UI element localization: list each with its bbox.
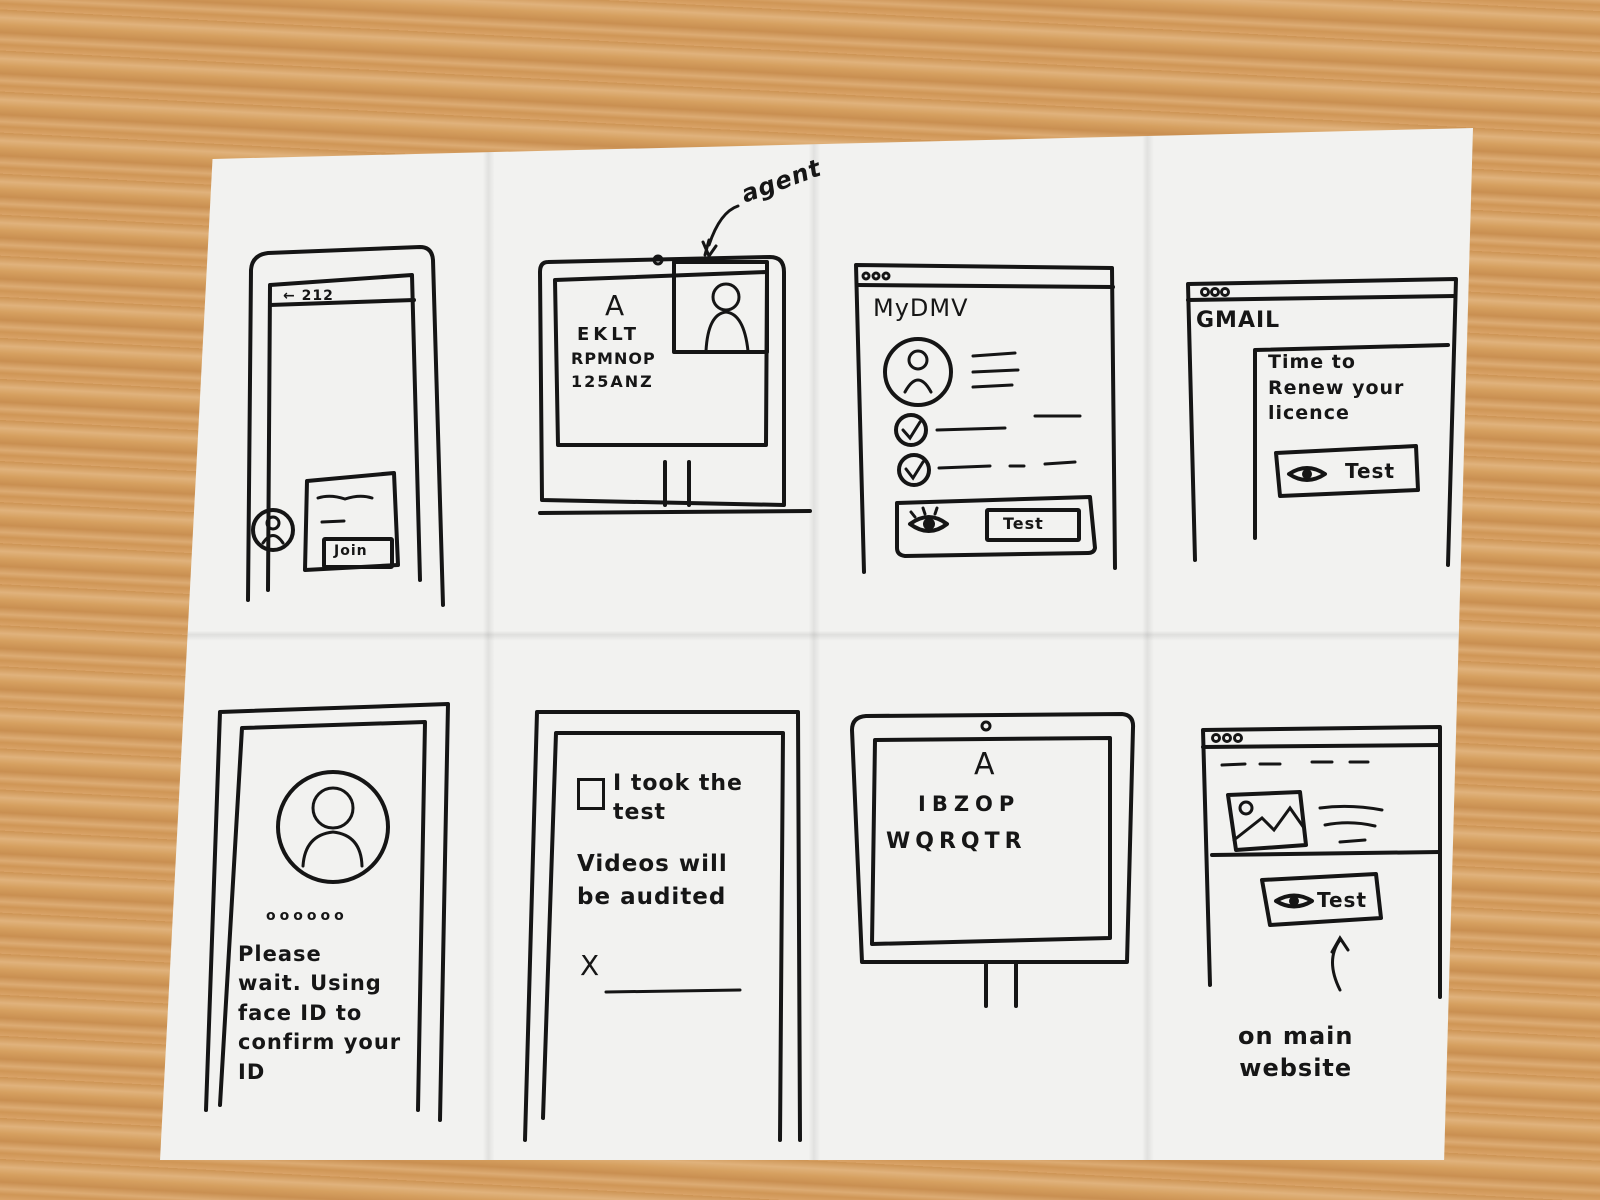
frame7-monitor — [850, 712, 1136, 1008]
frame2-chart-letter: A — [605, 289, 626, 322]
frame1-avatar-circle — [251, 508, 295, 552]
frame5-phone — [204, 702, 450, 1122]
frame2-chart-row-2: RPMNOP — [571, 349, 656, 368]
frame8-image-placeholder — [1226, 790, 1308, 852]
frame1-notification-card — [303, 471, 400, 572]
frame1-join-button[interactable]: Join — [322, 537, 394, 569]
frame5-status-text: Please wait. Using face ID to confirm yo… — [238, 942, 402, 1084]
frame2-monitor — [538, 204, 812, 515]
frame6-phone — [523, 710, 802, 1142]
frame1-join-label: Join — [334, 543, 368, 559]
frame5-face-avatar — [276, 770, 390, 884]
frame7-chart-letter: A — [974, 747, 996, 782]
frame3-title: MyDMV — [873, 294, 969, 322]
frame2-chart-row-1: EKLT — [577, 324, 641, 345]
frame3-check-1 — [894, 413, 928, 447]
frame3-test-label: Test — [1003, 514, 1044, 533]
frame3-test-button[interactable]: Test — [985, 508, 1081, 542]
frame6-checkbox[interactable] — [577, 778, 605, 810]
frame3-eye-icon — [908, 515, 949, 533]
frame6-signature-line — [604, 988, 742, 994]
frame5-loading-dots: oooooo — [266, 908, 348, 924]
frame8-annotation: on main website — [1238, 1022, 1354, 1083]
frame3-browser — [854, 263, 1117, 574]
frame8-eye-icon — [1274, 893, 1314, 909]
frame4-email — [1186, 277, 1458, 567]
frame8-test-button-label[interactable]: Test — [1317, 888, 1368, 912]
frame8-arrow — [1330, 935, 1350, 992]
frame3-check-2 — [897, 453, 931, 487]
frame6-signature-mark: X — [580, 949, 601, 982]
frame4-eye-icon — [1287, 466, 1327, 482]
frame4-test-button-label[interactable]: Test — [1345, 459, 1396, 483]
frame4-app-title: GMAIL — [1196, 308, 1281, 333]
frame6-checkbox-label: I took the test — [613, 771, 743, 825]
frame6-notice: Videos will be audited — [577, 851, 728, 911]
frame2-chart-row-3: 125ANZ — [571, 372, 654, 391]
frame7-chart-row-1: IBZOP — [918, 792, 1021, 816]
frame4-message: Time to Renew your licence — [1268, 351, 1405, 425]
frame1-phone — [246, 245, 445, 607]
frame3-profile-avatar — [883, 337, 953, 407]
frame8-browser — [1201, 725, 1442, 999]
frame1-topbar-label: ← 212 — [283, 288, 334, 304]
frame7-chart-row-2: WQRQTR — [886, 829, 1027, 854]
